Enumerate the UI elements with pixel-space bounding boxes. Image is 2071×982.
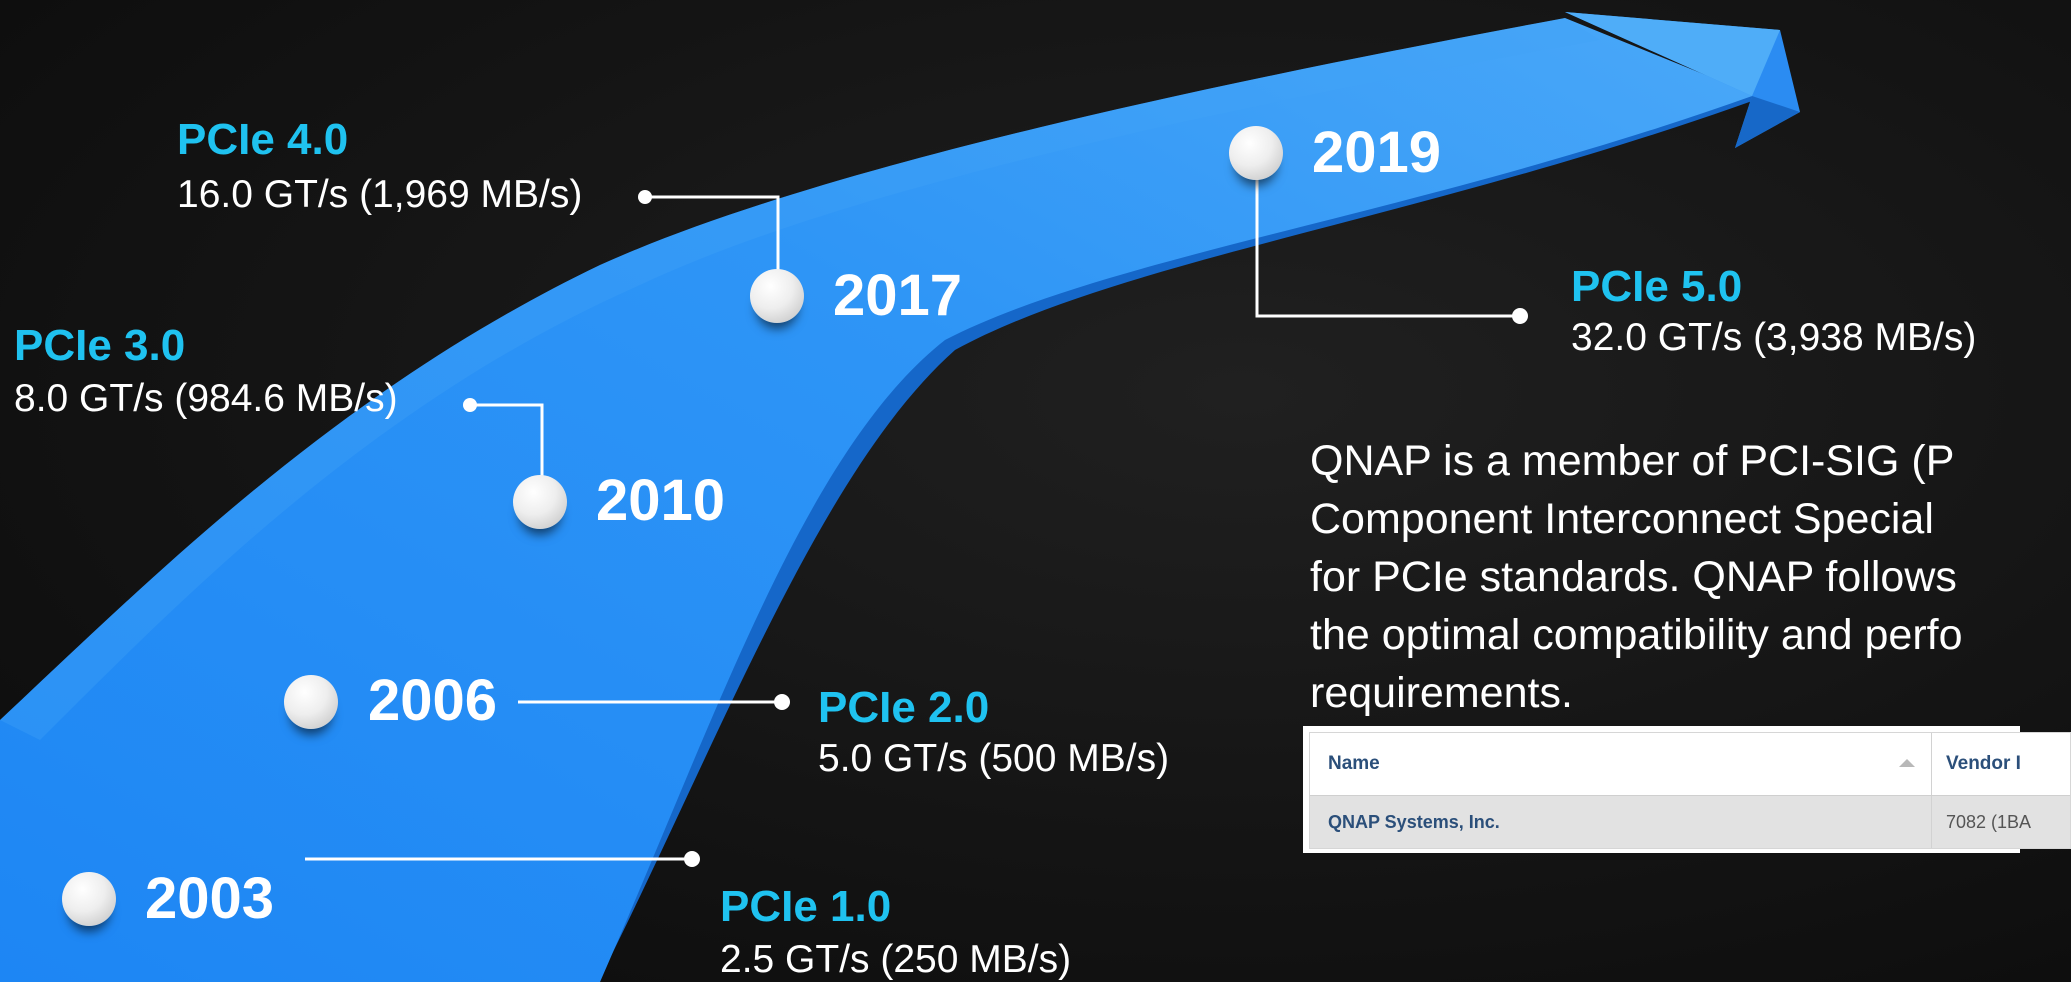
node-2019-icon: [1229, 126, 1283, 180]
pcie-3-speed: 8.0 GT/s (984.6 MB/s): [14, 377, 398, 420]
column-name-header[interactable]: Name: [1328, 753, 1380, 774]
column-divider: [1931, 796, 1932, 848]
row-vendor-cell: 7082 (1BA: [1946, 811, 2032, 832]
year-2019: 2019: [1312, 120, 1442, 185]
vendor-table-header: Name Vendor I: [1310, 733, 2070, 796]
year-2017: 2017: [833, 263, 963, 328]
vendor-table: Name Vendor I QNAP Systems, Inc. 7082 (1…: [1303, 726, 2071, 853]
pcie-3-label: PCIe 3.0: [14, 321, 186, 370]
node-2003-icon: [62, 872, 116, 926]
pcie-4-label: PCIe 4.0: [177, 115, 349, 164]
pcie-2-label: PCIe 2.0: [818, 683, 990, 732]
node-2006-icon: [284, 675, 338, 729]
node-2017-icon: [750, 269, 804, 323]
sort-up-icon[interactable]: [1899, 759, 1915, 767]
year-2006: 2006: [368, 668, 498, 733]
pcie-5-label: PCIe 5.0: [1571, 262, 1743, 311]
column-vendor-header[interactable]: Vendor I: [1946, 753, 2021, 774]
timeline-arrow: [0, 12, 1800, 982]
pcie-1-speed: 2.5 GT/s (250 MB/s): [720, 938, 1072, 981]
node-2010-icon: [513, 475, 567, 529]
year-2010: 2010: [596, 468, 726, 533]
pcie-2-speed: 5.0 GT/s (500 MB/s): [818, 737, 1170, 780]
column-divider: [1931, 733, 1932, 795]
pcie-5-speed: 32.0 GT/s (3,938 MB/s): [1571, 316, 1977, 359]
pcie-1-label: PCIe 1.0: [720, 882, 892, 931]
pcie-4-speed: 16.0 GT/s (1,969 MB/s): [177, 173, 583, 216]
table-row[interactable]: QNAP Systems, Inc. 7082 (1BA: [1310, 796, 2070, 848]
year-2003: 2003: [145, 866, 275, 931]
row-name-cell: QNAP Systems, Inc.: [1328, 811, 1500, 832]
membership-description: QNAP is a member of PCI-SIG (P Component…: [1310, 437, 1963, 717]
